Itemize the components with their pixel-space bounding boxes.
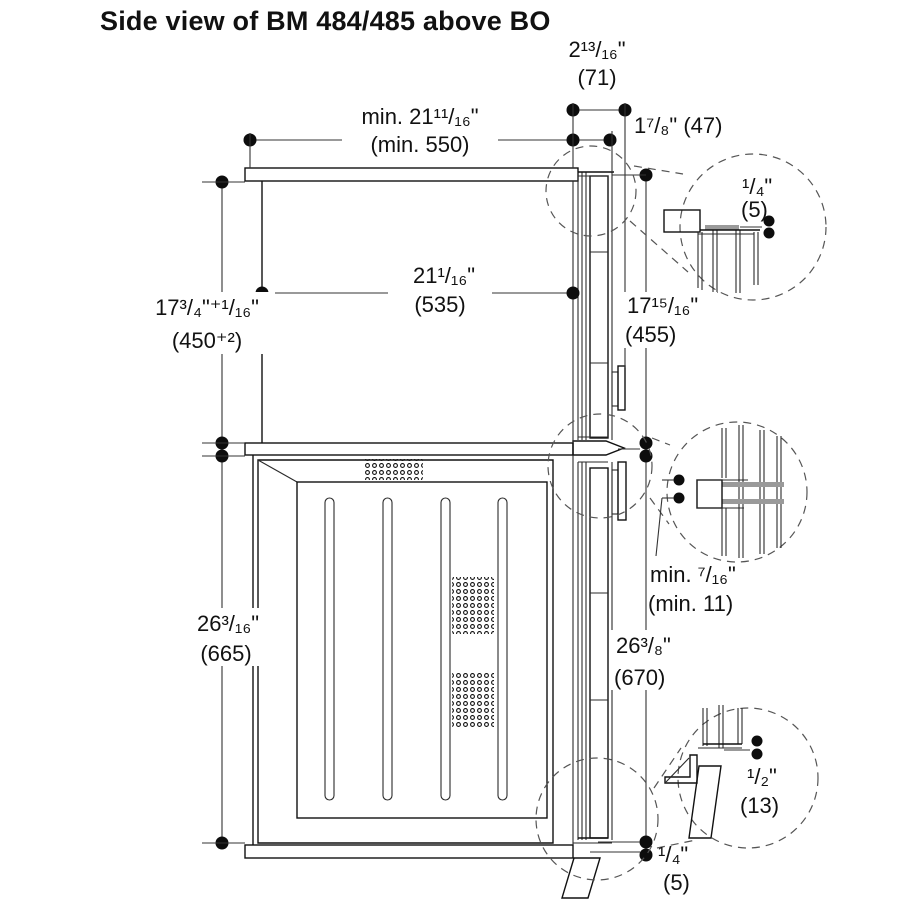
label-depth-47: 1⁷/₈" (47) xyxy=(634,113,722,138)
oven-side-vent-upper xyxy=(452,577,494,634)
dimension-labels: 2¹³/₁₆" (71) 1⁷/₈" (47) min. 21¹¹/₁₆" (m… xyxy=(155,37,779,895)
bm-handle xyxy=(611,371,619,407)
oven-top-vent xyxy=(363,459,423,480)
label-height-665-in: 26³/₁₆" xyxy=(197,611,259,636)
oven-bo xyxy=(257,459,554,844)
label-height-665-mm: (665) xyxy=(200,641,251,666)
label-gap-5-top-in: ¹/₄" xyxy=(742,174,772,199)
label-gap-5-top-mm: (5) xyxy=(741,197,768,222)
label-offset-71-mm: (71) xyxy=(577,65,616,90)
label-depth-535-mm: (535) xyxy=(414,292,465,317)
label-gap-5-bottom-mm: (5) xyxy=(663,870,690,895)
oven-side-vent-lower xyxy=(452,671,494,728)
oven-corner-line xyxy=(257,459,298,483)
bm-handle-front xyxy=(617,365,626,411)
middle-shelf xyxy=(244,442,574,456)
cabinet-structure xyxy=(244,167,626,899)
oven-body xyxy=(257,459,554,844)
label-backings xyxy=(142,100,717,690)
middle-shelf-nose xyxy=(572,440,626,456)
plinth-foot xyxy=(561,857,601,899)
bo-handle xyxy=(611,469,619,515)
label-overlap-13-in: ¹/₂" xyxy=(747,764,777,789)
detail-view-middle xyxy=(655,421,808,563)
oven-panel-slots xyxy=(324,497,508,801)
label-gap-5-bottom-in: ¹/₄" xyxy=(658,842,688,867)
bo-handle-front xyxy=(617,461,627,521)
diagram-title: Side view of BM 484/485 above BO xyxy=(100,6,551,36)
label-overlap-13-mm: (13) xyxy=(740,793,779,818)
label-depth-550-mm: (min. 550) xyxy=(370,132,469,157)
label-depth-550-in: min. 21¹¹/₁₆" xyxy=(361,104,478,129)
label-height-670-mm: (670) xyxy=(614,665,665,690)
label-height-455-mm: (455) xyxy=(625,322,676,347)
label-height-450-in: 17³/₄"⁺¹/₁₆" xyxy=(155,295,259,320)
bm-door-column xyxy=(577,171,626,440)
detail-markers xyxy=(535,145,697,881)
label-gap-11-mm: (min. 11) xyxy=(648,591,733,616)
bottom-shelf xyxy=(244,844,574,859)
label-offset-71-in: 2¹³/₁₆" xyxy=(568,37,625,62)
detail-view-bottom xyxy=(664,705,819,849)
label-height-670-in: 26³/₈" xyxy=(616,633,671,658)
label-depth-535-in: 21¹/₁₆" xyxy=(413,263,475,288)
detail-marker-bottom xyxy=(535,757,659,881)
detail-marker-top xyxy=(545,145,637,237)
label-height-455-in: 17¹⁵/₁₆" xyxy=(627,293,698,318)
label-height-450-mm: (450⁺²) xyxy=(172,328,242,353)
detail-view-top xyxy=(663,153,827,301)
oven-side-panel xyxy=(296,481,548,819)
label-gap-11-in: min. ⁷/₁₆" xyxy=(650,562,736,587)
top-shelf xyxy=(244,167,579,182)
detail-marker-middle xyxy=(547,413,653,519)
